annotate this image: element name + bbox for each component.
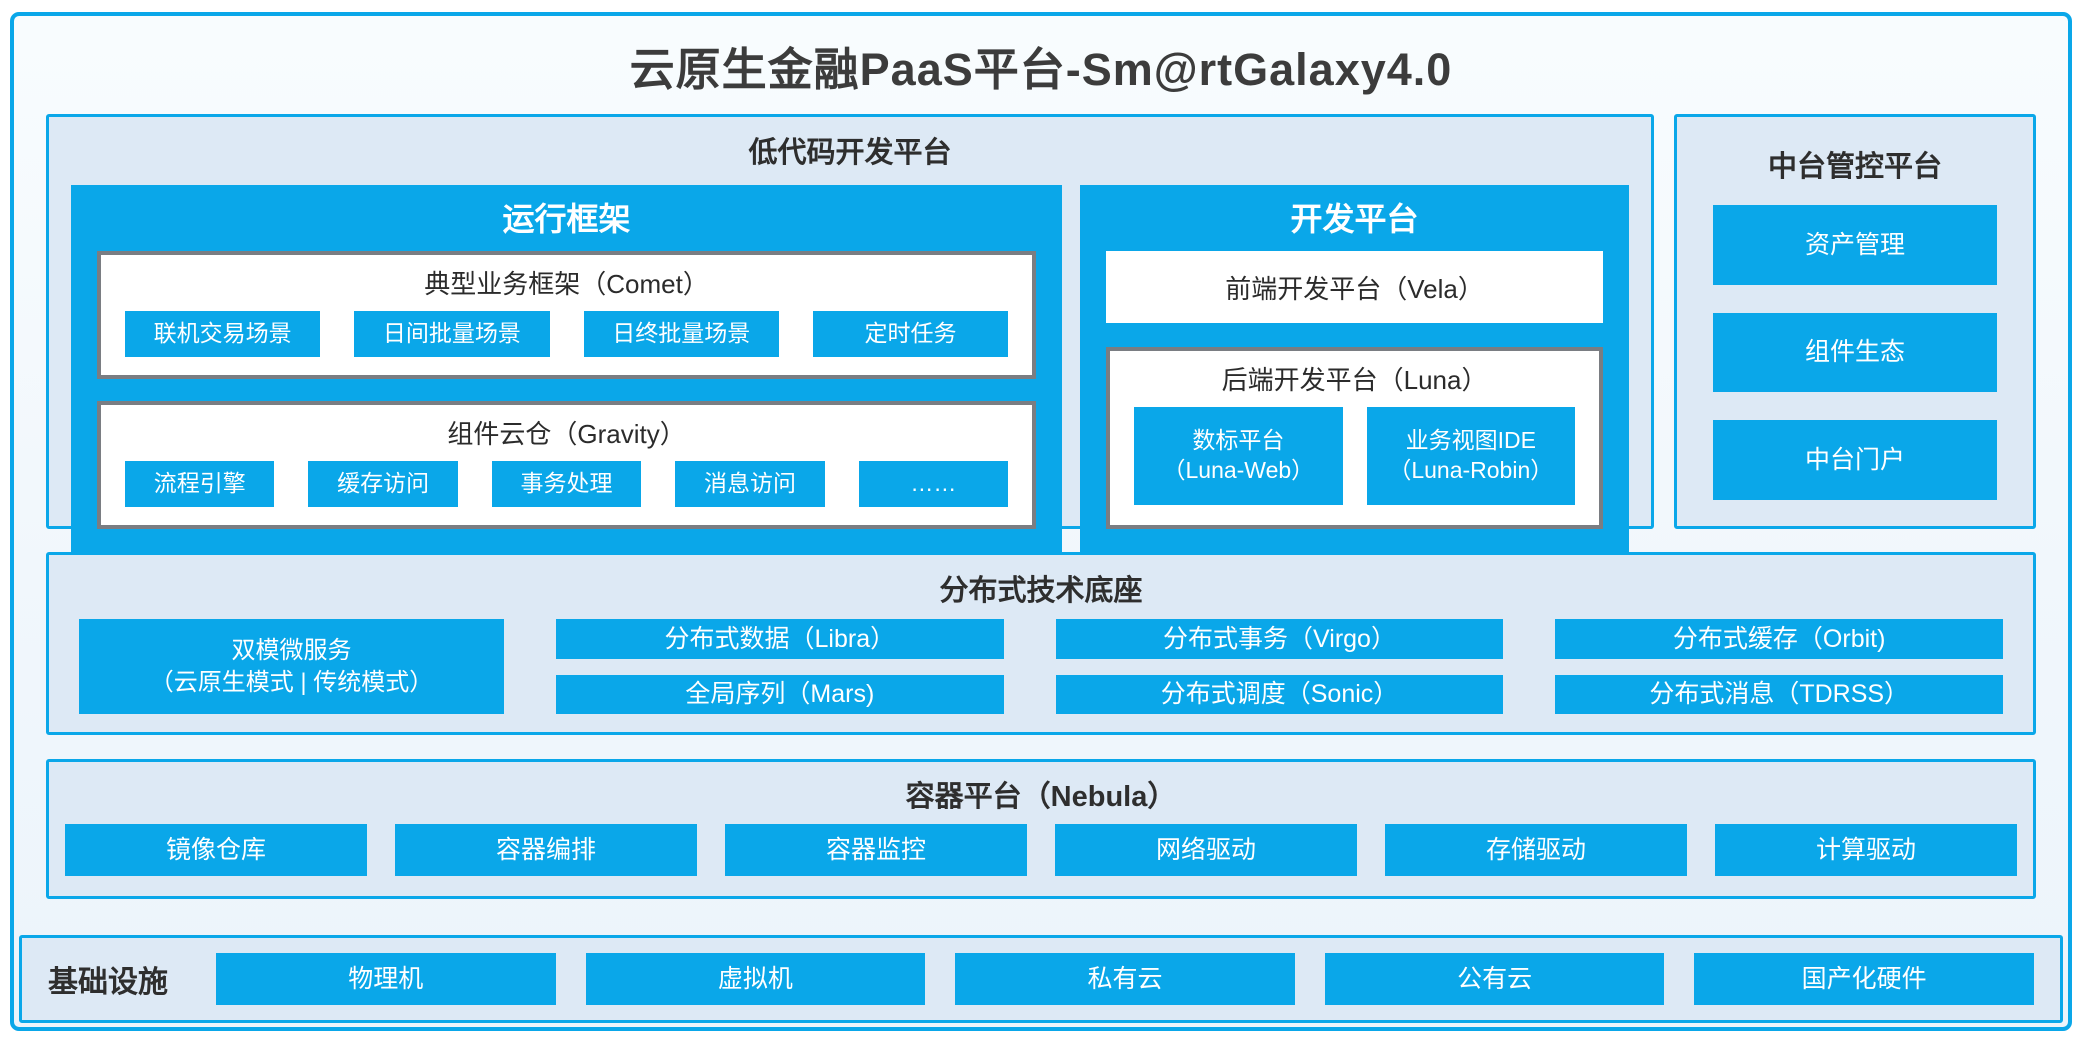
infra-item-domestic-hardware: 国产化硬件 — [1694, 953, 2034, 1005]
distributed-item-tdrss: 分布式消息（TDRSS） — [1555, 674, 2004, 714]
gravity-warehouse-box: 组件云仓（Gravity） 流程引擎 缓存访问 事务处理 消息访问 …… — [97, 401, 1037, 529]
comet-framework-box: 典型业务框架（Comet） 联机交易场景 日间批量场景 日终批量场景 定时任务 — [97, 251, 1037, 379]
luna-web-name: 数标平台 — [1192, 427, 1285, 454]
container-platform-items: 镜像仓库 容器编排 容器监控 网络驱动 存储驱动 计算驱动 — [49, 824, 2033, 896]
comet-item-scheduled-task: 定时任务 — [812, 311, 1009, 357]
low-code-body: 运行框架 典型业务框架（Comet） 联机交易场景 日间批量场景 日终批量场景 … — [49, 185, 1651, 577]
dual-mode-line2: （云原生模式 | 传统模式） — [149, 668, 434, 696]
panel-distributed-base: 分布式技术底座 双模微服务 （云原生模式 | 传统模式） 分布式数据（Libra… — [46, 552, 2036, 735]
infra-item-private-cloud: 私有云 — [955, 953, 1295, 1005]
infrastructure-title: 基础设施 — [48, 966, 168, 999]
vela-frontend-box: 前端开发平台（Vela） — [1106, 251, 1603, 323]
middle-platform-items: 资产管理 组件生态 中台门户 — [1677, 199, 2033, 526]
luna-web-code: （Luna-Web） — [1162, 457, 1315, 483]
diagram-frame: 云原生金融PaaS平台-Sm@rtGalaxy4.0 低代码开发平台 运行框架 … — [10, 12, 2072, 1031]
comet-items-row: 联机交易场景 日间批量场景 日终批量场景 定时任务 — [101, 311, 1032, 375]
distributed-body: 双模微服务 （云原生模式 | 传统模式） 分布式数据（Libra） 全局序列（M… — [49, 619, 2033, 732]
middle-platform-title: 中台管控平台 — [1767, 151, 1942, 183]
luna-robin-code: （Luna-Robin） — [1388, 457, 1554, 483]
gravity-box-title: 组件云仓（Gravity） — [447, 419, 686, 449]
luna-robin-name: 业务视图IDE — [1405, 427, 1536, 454]
distributed-column-2: 分布式事务（Virgo） 分布式调度（Sonic） — [1055, 619, 1504, 714]
container-item-monitoring: 容器监控 — [725, 824, 1027, 876]
gravity-item-ellipsis: …… — [858, 461, 1009, 507]
distributed-column-3: 分布式缓存（Orbit) 分布式消息（TDRSS） — [1555, 619, 2004, 714]
infra-item-physical-machine: 物理机 — [216, 953, 556, 1005]
middle-item-portal: 中台门户 — [1713, 420, 1997, 501]
distributed-column-1: 分布式数据（Libra） 全局序列（Mars) — [556, 619, 1004, 714]
dev-platform-title: 开发平台 — [1290, 201, 1419, 237]
distributed-item-orbit: 分布式缓存（Orbit) — [1555, 619, 2004, 659]
runtime-framework-panel: 运行框架 典型业务框架（Comet） 联机交易场景 日间批量场景 日终批量场景 … — [71, 185, 1063, 553]
distributed-base-title: 分布式技术底座 — [939, 575, 1143, 607]
distributed-item-mars: 全局序列（Mars) — [556, 674, 1004, 714]
distributed-item-virgo: 分布式事务（Virgo） — [1055, 619, 1504, 659]
middle-item-component-ecosystem: 组件生态 — [1713, 312, 1997, 393]
distributed-item-libra: 分布式数据（Libra） — [556, 619, 1004, 659]
low-code-platform-title: 低代码开发平台 — [748, 137, 952, 169]
dual-mode-microservice-item: 双模微服务 （云原生模式 | 传统模式） — [79, 619, 504, 714]
gravity-item-transaction: 事务处理 — [491, 461, 642, 507]
gravity-item-process-engine: 流程引擎 — [125, 461, 275, 507]
infra-item-virtual-machine: 虚拟机 — [585, 953, 926, 1005]
middle-item-asset-management: 资产管理 — [1713, 205, 1997, 285]
infra-item-public-cloud: 公有云 — [1324, 953, 1665, 1005]
comet-item-daytime-batch: 日间批量场景 — [354, 311, 550, 357]
luna-robin-item: 业务视图IDE （Luna-Robin） — [1366, 407, 1576, 505]
distributed-item-sonic: 分布式调度（Sonic） — [1055, 674, 1504, 714]
luna-items-row: 数标平台 （Luna-Web） 业务视图IDE （Luna-Robin） — [1110, 407, 1599, 525]
dual-mode-line1: 双模微服务 — [231, 637, 352, 665]
panel-low-code-platform: 低代码开发平台 运行框架 典型业务框架（Comet） 联机交易场景 日间批量场景… — [46, 114, 1654, 553]
panel-container-platform: 容器平台（Nebula） 镜像仓库 容器编排 容器监控 网络驱动 存储驱动 计算… — [46, 759, 2036, 899]
container-item-image-registry: 镜像仓库 — [65, 824, 367, 876]
container-item-compute-driver: 计算驱动 — [1715, 824, 2017, 876]
container-item-network-driver: 网络驱动 — [1055, 824, 1357, 876]
luna-backend-box: 后端开发平台（Luna） 数标平台 （Luna-Web） 业务视图IDE （Lu… — [1106, 347, 1603, 529]
comet-box-title: 典型业务框架（Comet） — [424, 269, 709, 299]
comet-item-online-trading: 联机交易场景 — [125, 311, 321, 357]
panel-infrastructure: 基础设施 物理机 虚拟机 私有云 公有云 国产化硬件 — [19, 935, 2063, 1023]
container-item-storage-driver: 存储驱动 — [1385, 824, 1687, 876]
dev-platform-panel: 开发平台 前端开发平台（Vela） 后端开发平台（Luna） 数标平台 （Lun… — [1080, 185, 1629, 553]
page-title: 云原生金融PaaS平台-Sm@rtGalaxy4.0 — [629, 43, 1453, 95]
top-row: 低代码开发平台 运行框架 典型业务框架（Comet） 联机交易场景 日间批量场景… — [46, 114, 2036, 553]
panel-middle-platform-control: 中台管控平台 资产管理 组件生态 中台门户 — [1674, 114, 2036, 529]
container-platform-title: 容器平台（Nebula） — [905, 781, 1177, 813]
comet-item-eod-batch: 日终批量场景 — [583, 311, 779, 357]
gravity-items-row: 流程引擎 缓存访问 事务处理 消息访问 …… — [101, 461, 1032, 525]
gravity-item-message-access: 消息访问 — [675, 461, 825, 507]
container-item-orchestration: 容器编排 — [395, 824, 697, 876]
runtime-framework-title: 运行框架 — [502, 201, 631, 237]
gravity-item-cache-access: 缓存访问 — [308, 461, 458, 507]
luna-web-item: 数标平台 （Luna-Web） — [1134, 407, 1343, 505]
luna-box-title: 后端开发平台（Luna） — [1221, 365, 1488, 395]
